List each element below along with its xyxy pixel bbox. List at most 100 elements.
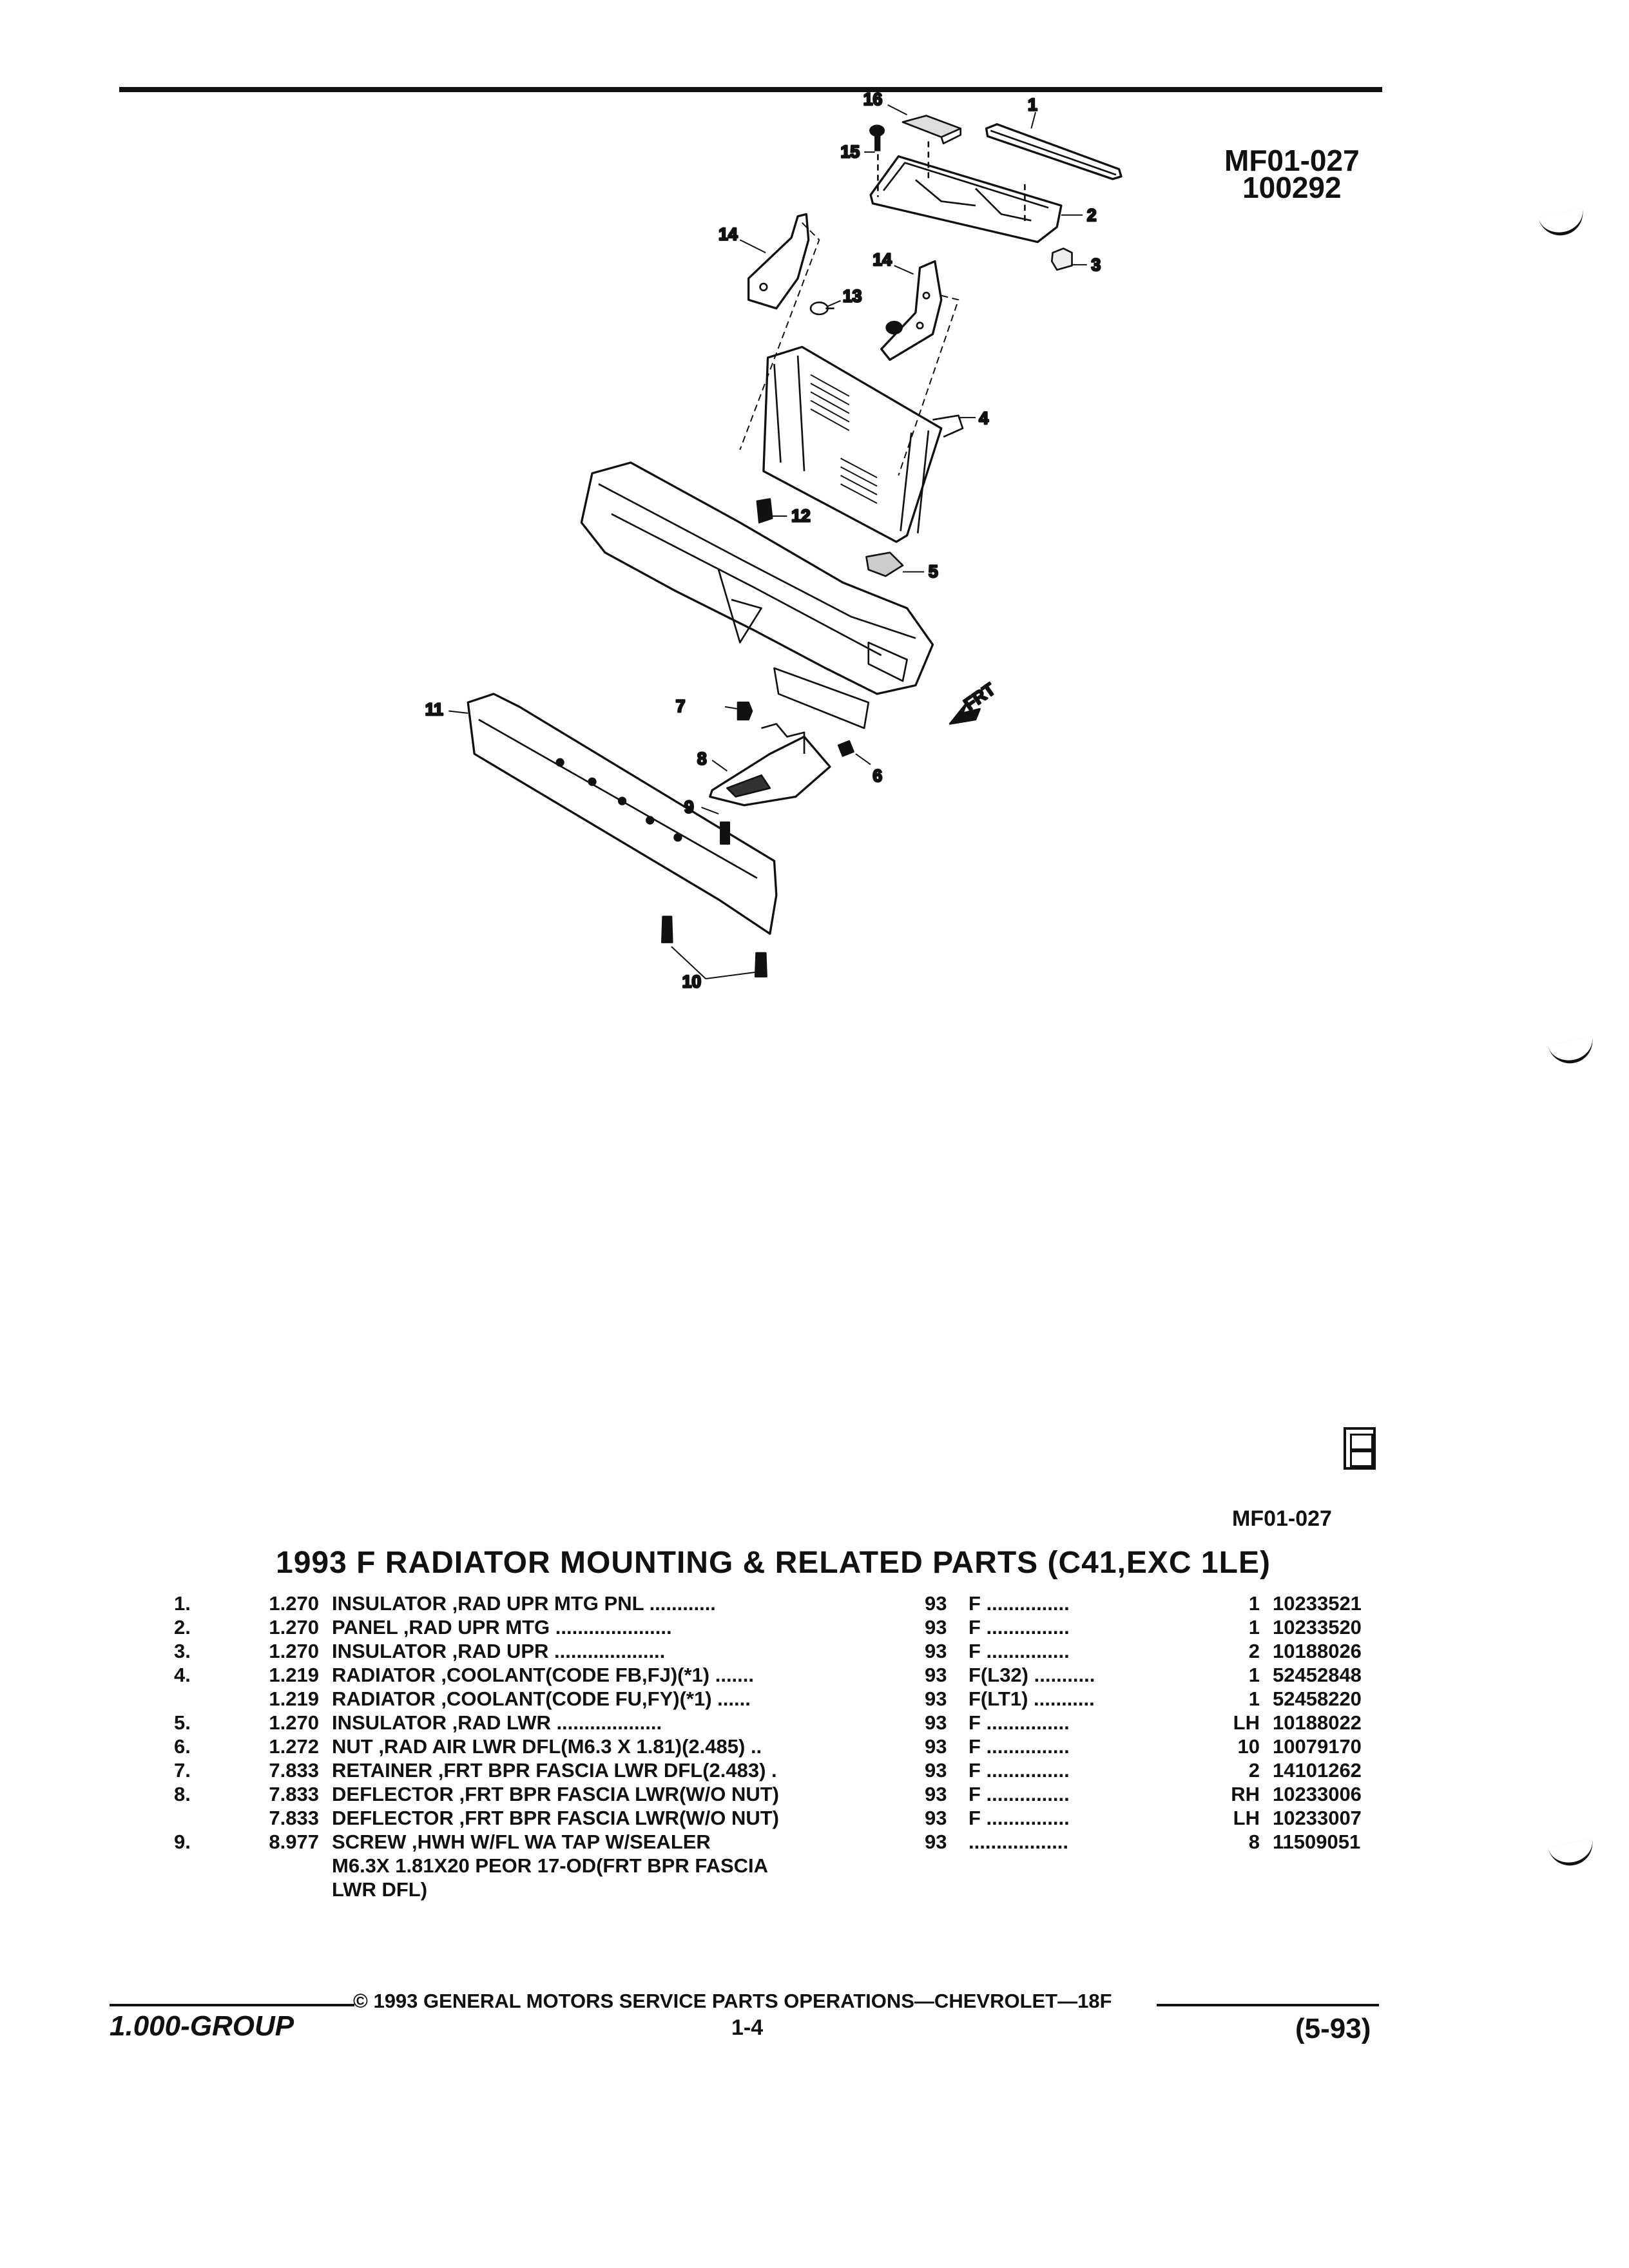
part-number: 14101262: [1273, 1759, 1362, 1782]
part-description-continued: LWR DFL): [332, 1878, 428, 1901]
part-number: 10233520: [1273, 1616, 1362, 1639]
section-number: 1.270: [269, 1711, 319, 1734]
callout-5: 5: [929, 562, 938, 581]
item-number: 6.: [174, 1735, 191, 1758]
quantity: 1: [1248, 1664, 1260, 1686]
parts-row: 1.219 RADIATOR ,COOLANT(CODE FU,FY)(*1) …: [174, 1687, 1385, 1711]
usage-code: F ...............: [969, 1735, 1070, 1758]
item-number: 5.: [174, 1711, 191, 1734]
quantity: LH: [1233, 1807, 1260, 1829]
part-13-clips: [809, 302, 903, 335]
model-year: 93: [925, 1664, 947, 1686]
parts-row: 7. 7.833 RETAINER ,FRT BPR FASCIA LWR DF…: [174, 1758, 1385, 1782]
parts-list: 1. 1.270 INSULATOR ,RAD UPR MTG PNL ....…: [174, 1591, 1385, 1901]
part-description: INSULATOR ,RAD UPR ....................: [332, 1640, 666, 1662]
part-14-right-bracket: [880, 260, 959, 476]
model-year: 93: [925, 1640, 947, 1662]
part-description: DEFLECTOR ,FRT BPR FASCIA LWR(W/O NUT): [332, 1807, 780, 1829]
callout-11: 11: [425, 700, 443, 719]
callout-6: 6: [872, 766, 882, 785]
model-year: 93: [925, 1807, 947, 1829]
usage-code: F ...............: [969, 1759, 1070, 1782]
callout-1: 1: [1028, 95, 1037, 115]
parts-row-continuation: M6.3X 1.81X20 PEOR 17-OD(FRT BPR FASCIA: [174, 1854, 1385, 1878]
parts-row-continuation: LWR DFL): [174, 1878, 1385, 1901]
quantity: 8: [1248, 1831, 1260, 1853]
quantity: 1: [1248, 1616, 1260, 1639]
illustration-code-top: MF01-027 100292: [1224, 144, 1360, 204]
section-number: 7.833: [269, 1759, 319, 1782]
callout-4: 4: [979, 408, 988, 428]
part-number: 10233006: [1273, 1783, 1362, 1805]
section-number: 1.270: [269, 1640, 319, 1662]
section-title: 1993 F RADIATOR MOUNTING & RELATED PARTS…: [276, 1546, 1271, 1580]
illustration-date: 100292: [1242, 171, 1342, 204]
part-2-upper-panel: [869, 141, 1063, 244]
usage-code: F ...............: [969, 1616, 1070, 1639]
quantity: RH: [1231, 1783, 1260, 1805]
part-description: INSULATOR ,RAD LWR ...................: [332, 1711, 662, 1734]
model-year: 93: [925, 1711, 947, 1734]
part-description: SCREW ,HWH W/FL WA TAP W/SEALER: [332, 1831, 711, 1853]
model-year: 93: [925, 1735, 947, 1758]
model-year: 93: [925, 1687, 947, 1710]
part-7-retainer: [737, 701, 753, 721]
callout-15: 15: [841, 142, 860, 162]
quantity: 2: [1248, 1640, 1260, 1662]
model-year: 93: [925, 1759, 947, 1782]
radiator-support-frame: [580, 461, 934, 729]
part-16-pad: [901, 115, 962, 145]
section-number: 1.270: [269, 1592, 319, 1615]
parts-row: 4. 1.219 RADIATOR ,COOLANT(CODE FB,FJ)(*…: [174, 1663, 1385, 1687]
parts-row: 5. 1.270 INSULATOR ,RAD LWR ............…: [174, 1711, 1385, 1735]
section-number: 1.270: [269, 1616, 319, 1639]
section-number: 1.219: [269, 1687, 319, 1710]
parts-row: 8. 7.833 DEFLECTOR ,FRT BPR FASCIA LWR(W…: [174, 1782, 1385, 1806]
section-number: 7.833: [269, 1783, 319, 1805]
quantity: 2: [1248, 1759, 1260, 1782]
group-label: 1.000-GROUP: [110, 2010, 294, 2042]
part-number: 10233521: [1273, 1592, 1362, 1615]
exploded-diagram: 16 1 15 2 3 14 14 13 4 12 5 7 6 8 9 11 1…: [424, 89, 1123, 992]
part-number: 10188026: [1273, 1640, 1362, 1662]
usage-code: F ...............: [969, 1640, 1070, 1662]
callout-7: 7: [676, 697, 686, 716]
copyright-notice: © 1993 GENERAL MOTORS SERVICE PARTS OPER…: [353, 1990, 1112, 2012]
item-number: 2.: [174, 1616, 191, 1639]
illustration-code: MF01-027: [1224, 144, 1360, 177]
callout-10: 10: [682, 972, 702, 991]
callout-16: 16: [863, 90, 883, 109]
part-description: INSULATOR ,RAD UPR MTG PNL ............: [332, 1592, 716, 1615]
usage-code: F ...............: [969, 1807, 1070, 1829]
usage-code: F(L32) ...........: [969, 1664, 1095, 1686]
parts-row: 3. 1.270 INSULATOR ,RAD UPR ............…: [174, 1639, 1385, 1663]
part-number: 52452848: [1273, 1664, 1362, 1686]
callout-14-right: 14: [872, 250, 892, 269]
item-number: 4.: [174, 1664, 191, 1686]
part-11-fascia-deflector: [467, 693, 778, 935]
part-5-insulator: [865, 552, 904, 577]
top-rule: [119, 87, 1382, 92]
leader-lines: [448, 104, 1087, 979]
usage-code: F(LT1) ...........: [969, 1687, 1095, 1710]
callout-9: 9: [684, 798, 694, 817]
part-description: PANEL ,RAD UPR MTG .....................: [332, 1616, 672, 1639]
parts-row: 7.833 DEFLECTOR ,FRT BPR FASCIA LWR(W/O …: [174, 1806, 1385, 1830]
catalog-badge-icon: [1344, 1427, 1376, 1470]
usage-code: F ...............: [969, 1783, 1070, 1805]
callout-12: 12: [791, 506, 811, 526]
part-4-radiator: [762, 345, 964, 543]
section-number: 8.977: [269, 1831, 319, 1853]
part-description: RADIATOR ,COOLANT(CODE FB,FJ)(*1) ......…: [332, 1664, 755, 1686]
part-description: RETAINER ,FRT BPR FASCIA LWR DFL(2.483) …: [332, 1759, 777, 1782]
part-description: NUT ,RAD AIR LWR DFL(M6.3 X 1.81)(2.485)…: [332, 1735, 762, 1758]
parts-row: 9. 8.977 SCREW ,HWH W/FL WA TAP W/SEALER…: [174, 1830, 1385, 1854]
model-year: 93: [925, 1616, 947, 1639]
quantity: 1: [1248, 1592, 1260, 1615]
part-number: 10188022: [1273, 1711, 1362, 1734]
part-14-left-bracket: [739, 213, 820, 450]
illustration-code-bottom: MF01-027: [1232, 1506, 1332, 1531]
callout-3: 3: [1091, 255, 1101, 274]
binder-ring-3: [1548, 1838, 1597, 1870]
parts-row: 6. 1.272 NUT ,RAD AIR LWR DFL(M6.3 X 1.8…: [174, 1735, 1385, 1758]
